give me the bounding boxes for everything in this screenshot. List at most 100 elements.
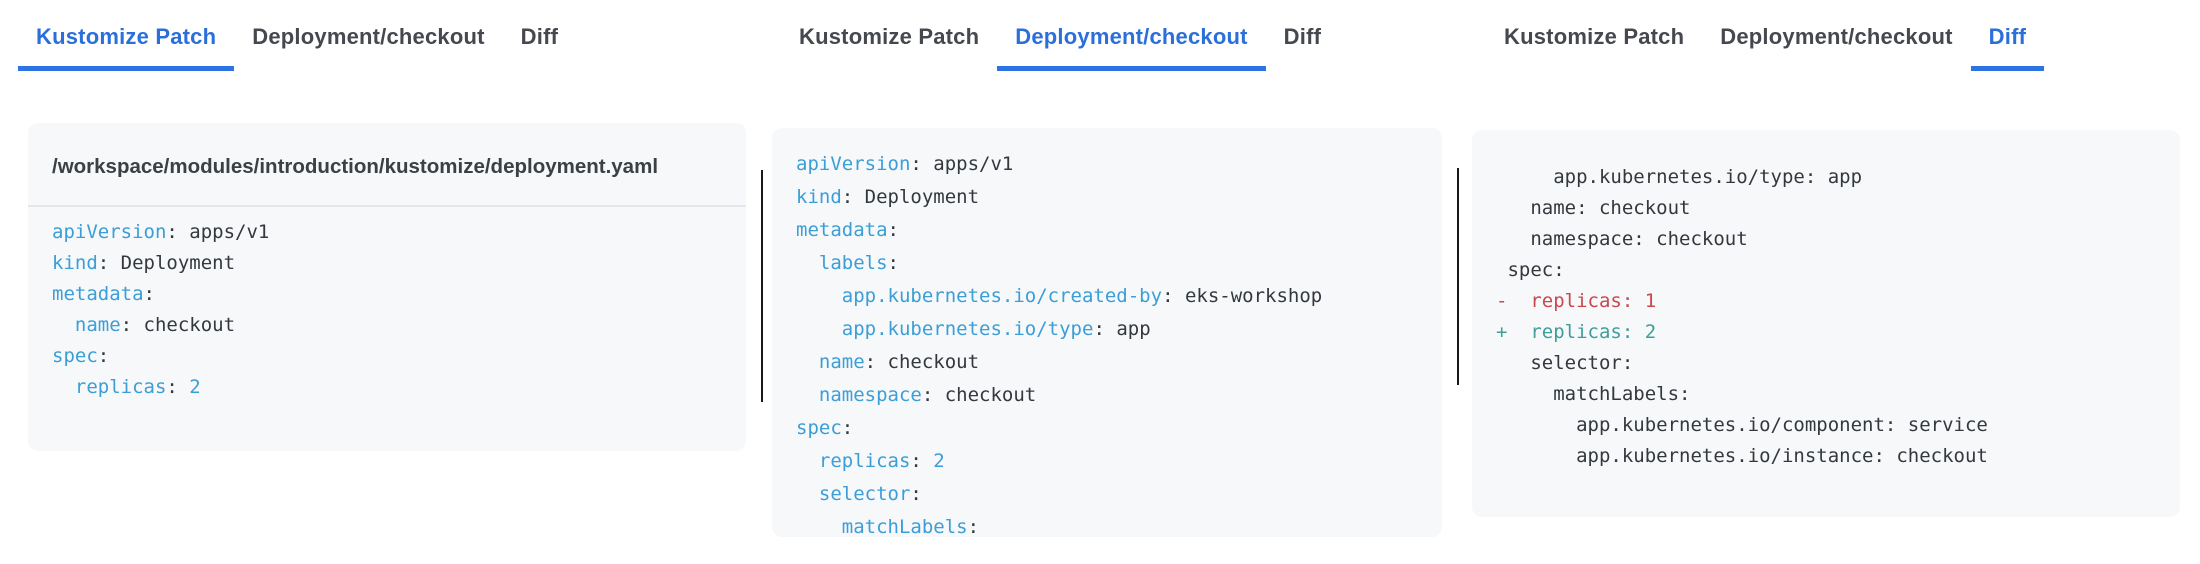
code-text: : Deployment <box>841 186 980 208</box>
code-text: : <box>887 219 899 241</box>
code-text <box>796 483 819 505</box>
code-line: spec: <box>796 412 1418 445</box>
yaml-key: spec <box>52 345 98 367</box>
code-text <box>52 376 75 398</box>
tab-diff[interactable]: Diff <box>1970 0 2045 71</box>
code-text <box>796 318 842 340</box>
code-text: spec: <box>1496 259 1565 281</box>
yaml-key: apiVersion <box>52 221 167 243</box>
code-line: selector: <box>1496 348 2156 379</box>
code-line: spec: <box>52 341 722 372</box>
tab-bar: Kustomize Patch Deployment/checkout Diff <box>18 0 733 71</box>
panel-deployment-checkout: Kustomize Patch Deployment/checkout Diff a… <box>733 0 1466 564</box>
code-line: labels: <box>796 247 1418 280</box>
yaml-value-number: 2 <box>189 376 201 398</box>
tab-bar: Kustomize Patch Deployment/checkout Diff <box>1486 0 2200 71</box>
code-text: app.kubernetes.io/type: app <box>1496 166 1863 188</box>
yaml-key: namespace <box>818 384 922 406</box>
code-line: namespace: checkout <box>1496 224 2156 255</box>
tab-deployment-checkout[interactable]: Deployment/checkout <box>252 24 485 49</box>
yaml-key: app.kubernetes.io/type <box>841 318 1094 340</box>
code-line: app.kubernetes.io/created-by: eks-worksh… <box>796 280 1418 313</box>
code-text: selector: <box>1496 352 1634 374</box>
code-line: apiVersion: apps/v1 <box>52 217 722 248</box>
code-line: selector: <box>796 478 1418 511</box>
code-text: : <box>910 450 934 472</box>
code-text: : checkout <box>864 351 980 373</box>
code-text <box>796 351 819 373</box>
code-line: metadata: <box>796 214 1418 247</box>
code-text: : <box>967 516 980 537</box>
yaml-key: replicas <box>74 376 167 398</box>
code-text: : <box>910 483 922 505</box>
code-text: + replicas: 2 <box>1496 321 1657 343</box>
code-text: : checkout <box>921 384 1037 406</box>
code-text: name: checkout <box>1496 197 1691 219</box>
code-text <box>796 516 842 537</box>
tab-kustomize-patch[interactable]: Kustomize Patch <box>1504 24 1685 49</box>
code-text: : <box>143 283 155 305</box>
code-line: replicas: 2 <box>796 445 1418 478</box>
yaml-value-number: 2 <box>933 450 945 472</box>
tab-deployment-checkout[interactable]: Deployment/checkout <box>1720 24 1953 49</box>
code-line: name: checkout <box>796 346 1418 379</box>
code-text <box>796 384 819 406</box>
code-line: spec: <box>1496 255 2156 286</box>
yaml-key: spec <box>796 417 842 439</box>
code-line: name: checkout <box>1496 193 2156 224</box>
code-card: /workspace/modules/introduction/kustomiz… <box>28 123 746 451</box>
panel-diff: Kustomize Patch Deployment/checkout Diff a… <box>1466 0 2200 564</box>
tab-kustomize-patch[interactable]: Kustomize Patch <box>799 24 980 49</box>
code-text: : <box>841 417 854 439</box>
code-text <box>796 285 842 307</box>
code-line: app.kubernetes.io/type: app <box>796 313 1418 346</box>
yaml-key: name <box>818 351 865 373</box>
code-text <box>796 450 819 472</box>
yaml-key: app.kubernetes.io/created-by <box>841 285 1163 307</box>
tab-deployment-checkout[interactable]: Deployment/checkout <box>997 0 1266 71</box>
code-line: matchLabels: <box>1496 379 2156 410</box>
diff-removed-line: - replicas: 1 <box>1496 286 2156 317</box>
code-line: replicas: 2 <box>52 372 722 403</box>
code-line: kind: Deployment <box>52 248 722 279</box>
pane-divider <box>1457 168 1459 385</box>
tab-bar: Kustomize Patch Deployment/checkout Diff <box>781 0 1466 71</box>
code-text: : apps/v1 <box>166 221 270 243</box>
code-line: kind: Deployment <box>796 181 1418 214</box>
code-line: matchLabels: <box>796 511 1418 537</box>
yaml-key: selector <box>818 483 911 505</box>
yaml-key: kind <box>52 252 98 274</box>
code-line: name: checkout <box>52 310 722 341</box>
tab-diff[interactable]: Diff <box>520 24 559 49</box>
code-text: : app <box>1093 318 1151 340</box>
code-text: app.kubernetes.io/instance: checkout <box>1496 445 1988 467</box>
code-text: : apps/v1 <box>910 153 1014 175</box>
code-text <box>52 314 75 336</box>
code-text: - replicas: 1 <box>1496 290 1657 312</box>
yaml-key: metadata <box>52 283 144 305</box>
code-text: namespace: checkout <box>1496 228 1748 250</box>
diff-added-line: + replicas: 2 <box>1496 317 2156 348</box>
code-text: matchLabels: <box>1496 383 1691 405</box>
code-line: app.kubernetes.io/instance: checkout <box>1496 441 2156 472</box>
tab-kustomize-patch[interactable]: Kustomize Patch <box>18 0 235 71</box>
code-text: : <box>887 252 899 274</box>
code-text: : Deployment <box>97 252 236 274</box>
yaml-key: metadata <box>796 219 888 241</box>
yaml-key: apiVersion <box>796 153 911 175</box>
yaml-key: replicas <box>818 450 911 472</box>
code-line: namespace: checkout <box>796 379 1418 412</box>
pane-divider <box>761 170 763 402</box>
tab-diff[interactable]: Diff <box>1283 24 1322 49</box>
code-text: : <box>166 376 190 398</box>
panel-kustomize-patch: Kustomize Patch Deployment/checkout Diff /… <box>0 0 746 564</box>
code-line: metadata: <box>52 279 722 310</box>
code-line: app.kubernetes.io/component: service <box>1496 410 2156 441</box>
code-text <box>796 252 819 274</box>
code-text: : eks-workshop <box>1162 285 1323 307</box>
code-text: : checkout <box>120 314 236 336</box>
yaml-key: matchLabels <box>841 516 968 537</box>
